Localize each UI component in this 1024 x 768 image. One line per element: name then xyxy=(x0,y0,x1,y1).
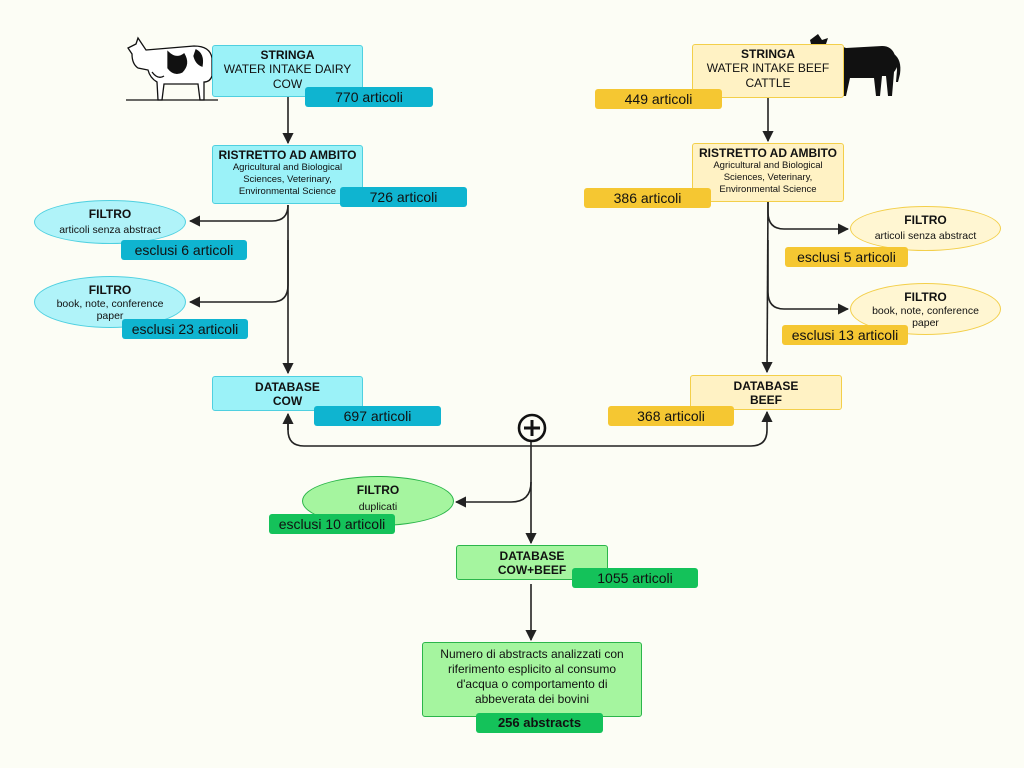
right-scope-box: RISTRETTO AD AMBITO Agricultural and Bio… xyxy=(692,143,844,202)
left-scope-line1: Agricultural and Biological xyxy=(232,162,343,173)
right-filter1-excluded: esclusi 5 articoli xyxy=(785,247,908,267)
left-scope-line2: Sciences, Veterinary, xyxy=(243,174,332,185)
left-database-count: 697 articoli xyxy=(314,406,441,426)
left-source-box: STRINGA WATER INTAKE DAIRY COW xyxy=(212,45,363,97)
left-source-title: STRINGA xyxy=(260,48,315,62)
right-filter2-title: FILTRO xyxy=(904,290,947,304)
left-database-title: DATABASE xyxy=(255,380,320,394)
right-scope-line3: Environmental Science xyxy=(719,184,817,195)
left-filter2-excluded: esclusi 23 articoli xyxy=(122,319,248,339)
left-source-count: 770 articoli xyxy=(305,87,433,107)
result-line1: Numero di abstracts analizzati con xyxy=(440,647,624,661)
right-filter2-excluded: esclusi 13 articoli xyxy=(782,325,908,345)
right-scope-line2: Sciences, Veterinary, xyxy=(723,172,813,183)
result-line2: riferimento esplicito al consumo xyxy=(447,662,617,676)
right-database-title: DATABASE xyxy=(733,379,799,393)
left-filter1-ellipse: FILTRO articoli senza abstract xyxy=(34,200,186,244)
right-filter1-ellipse: FILTRO articoli senza abstract xyxy=(850,206,1001,251)
left-scope-line3: Environmental Science xyxy=(238,186,337,197)
right-source-line2: CATTLE xyxy=(745,76,791,90)
left-scope-title: RISTRETTO AD AMBITO xyxy=(218,148,357,162)
right-scope-title: RISTRETTO AD AMBITO xyxy=(699,146,837,160)
right-database-box: DATABASE BEEF xyxy=(690,375,842,410)
left-database-name: COW xyxy=(272,394,303,408)
left-scope-box: RISTRETTO AD AMBITO Agricultural and Bio… xyxy=(212,145,363,204)
dairy-cow-icon xyxy=(124,32,220,104)
merge-filter-title: FILTRO xyxy=(356,483,400,497)
left-filter1-title: FILTRO xyxy=(88,207,132,221)
merge-filter-excluded: esclusi 10 articoli xyxy=(269,514,395,534)
merge-database-name: COW+BEEF xyxy=(497,563,567,577)
left-filter2-title: FILTRO xyxy=(88,283,132,297)
right-scope-line1: Agricultural and Biological xyxy=(713,160,823,171)
left-scope-count: 726 articoli xyxy=(340,187,467,207)
merge-database-title: DATABASE xyxy=(499,549,565,563)
result-box: Numero di abstracts analizzati con rifer… xyxy=(422,642,642,717)
right-scope-count: 386 articoli xyxy=(584,188,711,208)
merge-database-count: 1055 articoli xyxy=(572,568,698,588)
right-database-name: BEEF xyxy=(749,393,782,407)
left-database-box: DATABASE COW xyxy=(212,376,363,411)
left-filter1-desc: articoli senza abstract xyxy=(59,224,161,236)
merge-plus-icon xyxy=(517,413,547,443)
right-source-line1: WATER INTAKE BEEF xyxy=(706,61,830,75)
right-filter1-desc: articoli senza abstract xyxy=(874,230,977,242)
result-line3: d'acqua o comportamento di xyxy=(456,677,608,691)
left-filter2-desc2: paper xyxy=(96,310,124,322)
left-filter2-desc1: book, note, conference xyxy=(56,298,164,310)
merge-filter-desc: duplicati xyxy=(358,501,398,513)
right-database-count: 368 articoli xyxy=(608,406,734,426)
left-source-line1: WATER INTAKE DAIRY xyxy=(223,62,352,76)
result-count: 256 abstracts xyxy=(476,713,603,733)
right-source-box: STRINGA WATER INTAKE BEEF CATTLE xyxy=(692,44,844,98)
right-source-count: 449 articoli xyxy=(595,89,722,109)
right-filter1-title: FILTRO xyxy=(904,213,947,227)
right-source-title: STRINGA xyxy=(741,47,795,61)
right-filter2-desc1: book, note, conference xyxy=(872,305,979,317)
right-filter2-desc2: paper xyxy=(912,317,939,329)
left-source-line2: COW xyxy=(272,77,303,91)
left-filter1-excluded: esclusi 6 articoli xyxy=(121,240,247,260)
result-line4: abbeverata dei bovini xyxy=(474,692,590,706)
